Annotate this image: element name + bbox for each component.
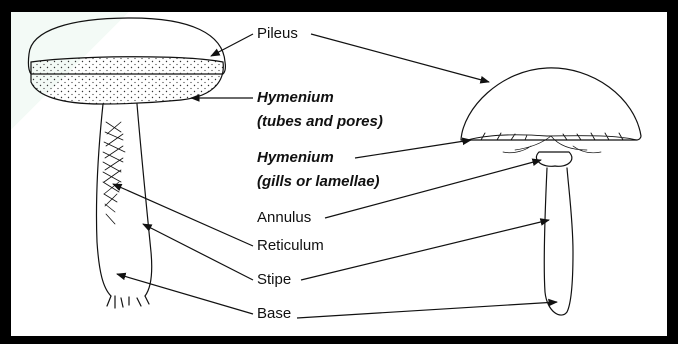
- arrow-pileus-right: [311, 34, 489, 82]
- label-pileus: Pileus: [257, 25, 298, 42]
- bolete-reticulum: [103, 122, 125, 224]
- label-hymenium-pores-sub: (tubes and pores): [257, 113, 383, 130]
- agaric-stipe: [544, 168, 573, 315]
- label-hymenium-gills: Hymenium: [257, 149, 334, 166]
- bolete-base: [107, 296, 149, 308]
- diagram-canvas: Pileus Hymenium (tubes and pores) Hymeni…: [11, 12, 667, 336]
- agaric-cap: [461, 68, 641, 140]
- bolete-pore-surface: [31, 57, 223, 104]
- arrow-stipe-left: [143, 224, 253, 280]
- agaric-annulus: [536, 152, 571, 166]
- agaric-gills: [467, 133, 637, 140]
- bolete-stipe: [96, 104, 151, 296]
- agaric-gill-shading: [503, 136, 601, 153]
- arrow-stipe-right: [301, 220, 549, 280]
- label-base: Base: [257, 305, 291, 322]
- arrow-base-right: [297, 302, 557, 318]
- agaric-illustration: [461, 68, 641, 315]
- bolete-illustration: [28, 18, 225, 308]
- arrow-hymenium-gills: [355, 140, 471, 158]
- arrow-pileus-left: [211, 34, 253, 56]
- mushroom-diagram: Pileus Hymenium (tubes and pores) Hymeni…: [11, 12, 667, 336]
- arrow-reticulum: [113, 184, 253, 246]
- label-stipe: Stipe: [257, 271, 291, 288]
- label-reticulum: Reticulum: [257, 237, 324, 254]
- arrow-base-left: [117, 274, 253, 314]
- label-hymenium-pores: Hymenium: [257, 89, 334, 106]
- label-hymenium-gills-sub: (gills or lamellae): [257, 173, 380, 190]
- label-annulus: Annulus: [257, 209, 311, 226]
